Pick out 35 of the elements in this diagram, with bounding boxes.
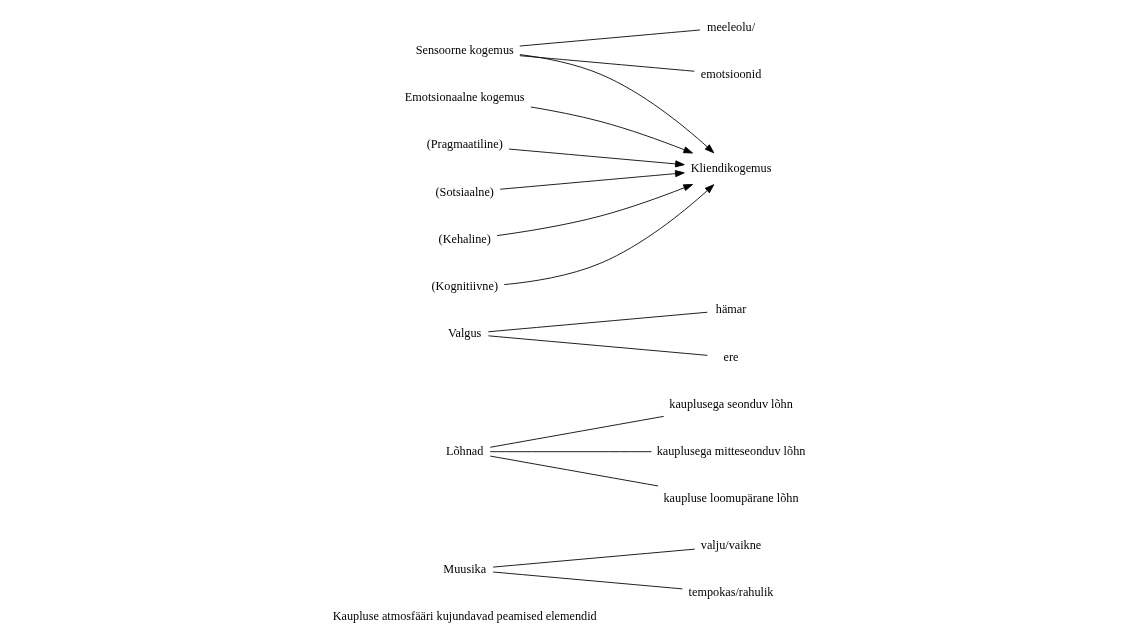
- arrow: [508, 148, 685, 168]
- connector: [492, 571, 683, 590]
- connector: [487, 311, 708, 333]
- node-text: Kliendikogemus: [690, 160, 772, 175]
- node-text: ere: [723, 349, 739, 364]
- node-text: kauplusega seonduv lõhn: [669, 396, 793, 411]
- node-text: Emotsionaalne kogemus: [404, 90, 525, 105]
- label: Kaupluse atmosfääri kujundavad peamised elemendid: [332, 608, 597, 623]
- node-text: Sensoorne kogemus: [415, 43, 514, 58]
- node-text: Valgus: [448, 326, 482, 341]
- node-text: meeleolu/: [706, 19, 756, 34]
- node-text: emotsioonid: [700, 66, 762, 81]
- node-text: Muusika: [443, 561, 487, 576]
- arrow: [499, 170, 685, 190]
- arrow: [503, 184, 715, 286]
- node-text: kaupluse loomupärane lõhn: [663, 491, 799, 506]
- node-text: (Pragmaatiline): [426, 137, 503, 152]
- node-text: Lõhnad: [446, 443, 484, 458]
- node-text: kauplusega mitteseonduv lõhn: [656, 443, 806, 458]
- connector: [489, 451, 652, 453]
- node-text: hämar: [715, 302, 747, 317]
- node-text: valju/vaikne: [700, 538, 762, 553]
- arrow: [530, 106, 693, 154]
- connector: [519, 55, 695, 72]
- node-text: (Sotsiaalne): [435, 184, 494, 199]
- node-text: tempokas/rahulik: [688, 585, 774, 600]
- connector: [489, 415, 665, 448]
- connector: [492, 548, 696, 568]
- connector: [489, 455, 659, 487]
- connector: [487, 335, 708, 356]
- node-text: (Kognitiivne): [431, 278, 498, 293]
- connector: [519, 29, 701, 47]
- arrow: [496, 184, 693, 237]
- arrow: [519, 54, 715, 154]
- node-text: (Kehaline): [438, 231, 491, 246]
